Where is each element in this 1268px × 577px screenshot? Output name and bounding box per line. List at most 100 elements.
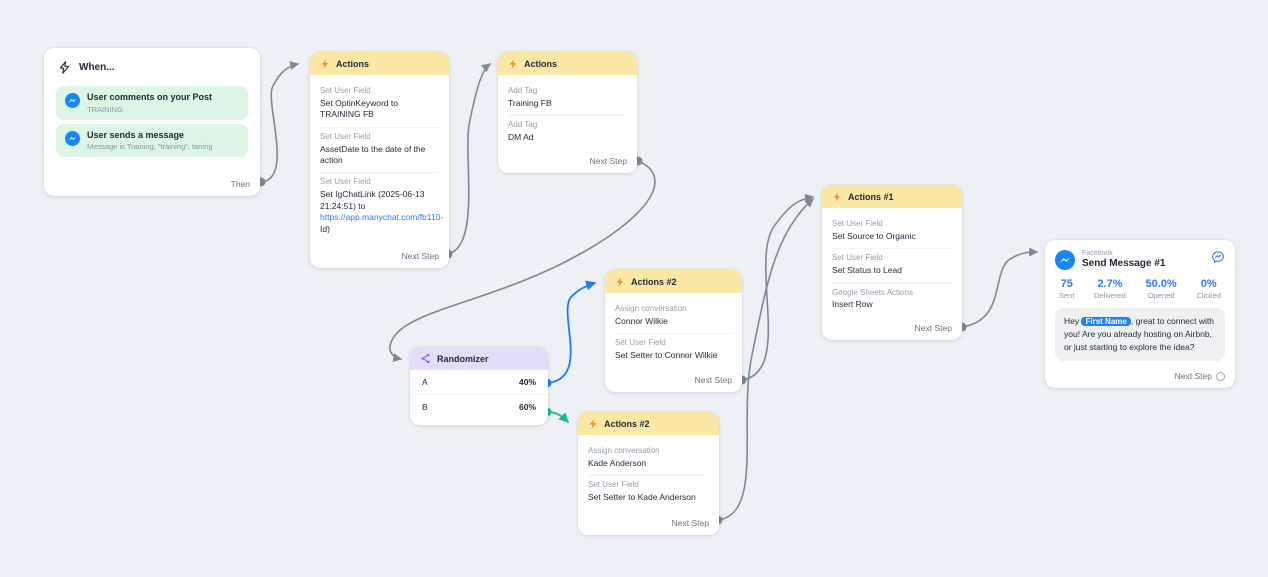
variant-percent: 40% [518,377,536,387]
connector-actions1-to-message [961,247,1039,328]
trigger-title: User sends a message [87,129,185,140]
action-item-label: Add Tag [508,120,538,130]
node-when-trigger[interactable]: When... User comments on your Post TRAIN… [44,48,260,196]
connector-then-to-actions [261,61,300,183]
connector-randomizer-b [546,411,569,423]
node-title: Actions [336,58,370,69]
channel-label: Facebook [1082,250,1113,257]
randomizer-header: Randomizer [410,347,548,370]
action-item: Set User Field Set Setter to Kade Anders… [588,476,709,509]
action-item-label: Set User Field [320,131,371,141]
variant-percent: 60% [518,402,536,412]
stat-label: Sent [1059,291,1075,300]
action-item-value: Set IgChatLink (2025-06-13 21:24:51) to … [320,189,443,235]
next-step-label: Next Step [1174,371,1212,381]
node-actions-2-connor[interactable]: Actions #2 Assign conversation Connor Wi… [605,270,742,392]
randomizer-row-b[interactable]: B 60% [410,394,548,419]
next-step-label: Next Step [694,375,732,385]
action-item-value: Set Setter to Kade Anderson [588,492,696,503]
stat-value: 2.7% [1097,278,1123,290]
node-title: Actions #2 [604,418,650,429]
action-item: Set User Field Set IgChatLink (2025-06-1… [320,173,443,241]
randomizer-row-a[interactable]: A 40% [410,370,548,394]
stat-delivered: 2.7% Delivered [1094,278,1126,300]
action-item-value: Training FB [508,97,552,108]
action-item-label: Set User Field [832,253,883,263]
stat-value: 75 [1060,278,1073,290]
action-item-label: Google Sheets Actions [832,287,913,297]
node-send-message[interactable]: Facebook Send Message #1 75 Sent 2.7% De… [1045,240,1235,388]
next-step-label: Next Step [401,251,439,261]
stat-label: Opened [1147,291,1175,300]
node-title: Send Message #1 [1082,258,1166,270]
action-item-label: Assign conversation [588,446,660,455]
when-title: When... [79,62,115,73]
connector-connor-to-actions1 [741,193,815,381]
trigger-title: User comments on your Post [87,92,213,102]
chat-bubble-icon[interactable] [1211,250,1225,264]
trigger-comments[interactable]: User comments on your Post TRAINING [56,86,248,120]
next-step-label: Next Step [914,323,952,333]
value-prefix: Set IgChatLink (2025-06-13 21:24:51) to [320,189,425,211]
actions-header: Actions [498,52,637,75]
action-item-value: Set Status to Lead [832,265,902,276]
action-item: Add Tag Training FB [508,82,627,117]
action-item: Assign conversation Kade Anderson [588,442,709,477]
stat-opened: 50.0% Opened [1146,278,1177,300]
action-item-value: AssetDate to the date of the action [320,143,426,165]
send-message-header: Facebook Send Message #1 [1045,240,1235,274]
node-actions-add-tags[interactable]: Actions Add Tag Training FB Add Tag DM A… [498,52,637,173]
first-name-variable-pill: First Name [1081,317,1131,326]
node-actions-set-fields[interactable]: Actions Set User Field Set OptinKeyword … [310,52,449,268]
action-item-label: Set User Field [588,480,639,490]
action-item: Set User Field Set OptinKeyword to TRAIN… [320,82,439,128]
actions-header: Actions [310,52,449,75]
message-bubble[interactable]: Hey First Name, great to connect with yo… [1055,308,1225,361]
actions-bolt-icon [509,59,517,68]
lightning-icon [59,61,70,74]
actions-bolt-icon [616,277,624,286]
node-title: Actions #1 [848,191,894,202]
action-item: Set User Field Set Setter to Connor Wilk… [615,334,732,367]
next-step-label: Next Step [589,156,627,166]
action-item-label: Set User Field [320,177,371,187]
manychat-link[interactable]: https://app.manychat.com/fb110- [320,212,444,223]
actions-header: Actions #1 [822,185,962,208]
facebook-messenger-icon [1055,250,1075,270]
action-item-value: Set Source to Organic [832,230,916,241]
messenger-icon [65,130,80,146]
actions-bolt-icon [321,59,329,68]
actions-header: Actions #2 [578,412,719,435]
action-item: Set User Field AssetDate to the date of … [320,128,439,174]
action-item-value: Set Setter to Connor Wilkie [615,350,718,361]
stat-value: 50.0% [1145,278,1177,290]
actions-header: Actions #2 [605,270,742,293]
action-item-label: Assign conversation [615,304,687,313]
action-item-value: Insert Row [832,299,873,310]
stat-clicked: 0% Clicked [1196,278,1221,300]
message-stats: 75 Sent 2.7% Delivered 50.0% Opened 0% C… [1045,274,1235,302]
messenger-icon [65,93,80,108]
stat-label: Clicked [1196,291,1221,300]
node-actions-1[interactable]: Actions #1 Set User Field Set Source to … [822,185,962,340]
action-item-label: Set User Field [832,219,883,228]
unconnected-port[interactable] [1216,371,1225,381]
node-title: Actions #2 [631,276,677,287]
node-title: Randomizer [437,353,489,364]
node-actions-2-kade[interactable]: Actions #2 Assign conversation Kade Ande… [578,412,719,535]
action-item: Google Sheets Actions Insert Row [832,284,952,317]
actions-bolt-icon [833,192,841,201]
value-suffix: Id) [320,223,330,234]
then-output-label: Then [230,179,250,189]
when-header: When... [44,48,260,82]
action-item-value: Connor Wilkie [615,315,668,326]
trigger-message[interactable]: User sends a message Message is Training… [56,123,248,158]
action-item-label: Set User Field [320,86,371,95]
action-item-value: DM Ad [508,132,534,143]
next-step-output: Next Step [1175,371,1225,381]
variant-label: A [422,377,428,387]
message-text: , great to connect with you! Are you alr… [1064,316,1215,352]
node-randomizer[interactable]: Randomizer A 40% B 60% [410,347,548,425]
connector-actions-to-tags [447,63,491,255]
